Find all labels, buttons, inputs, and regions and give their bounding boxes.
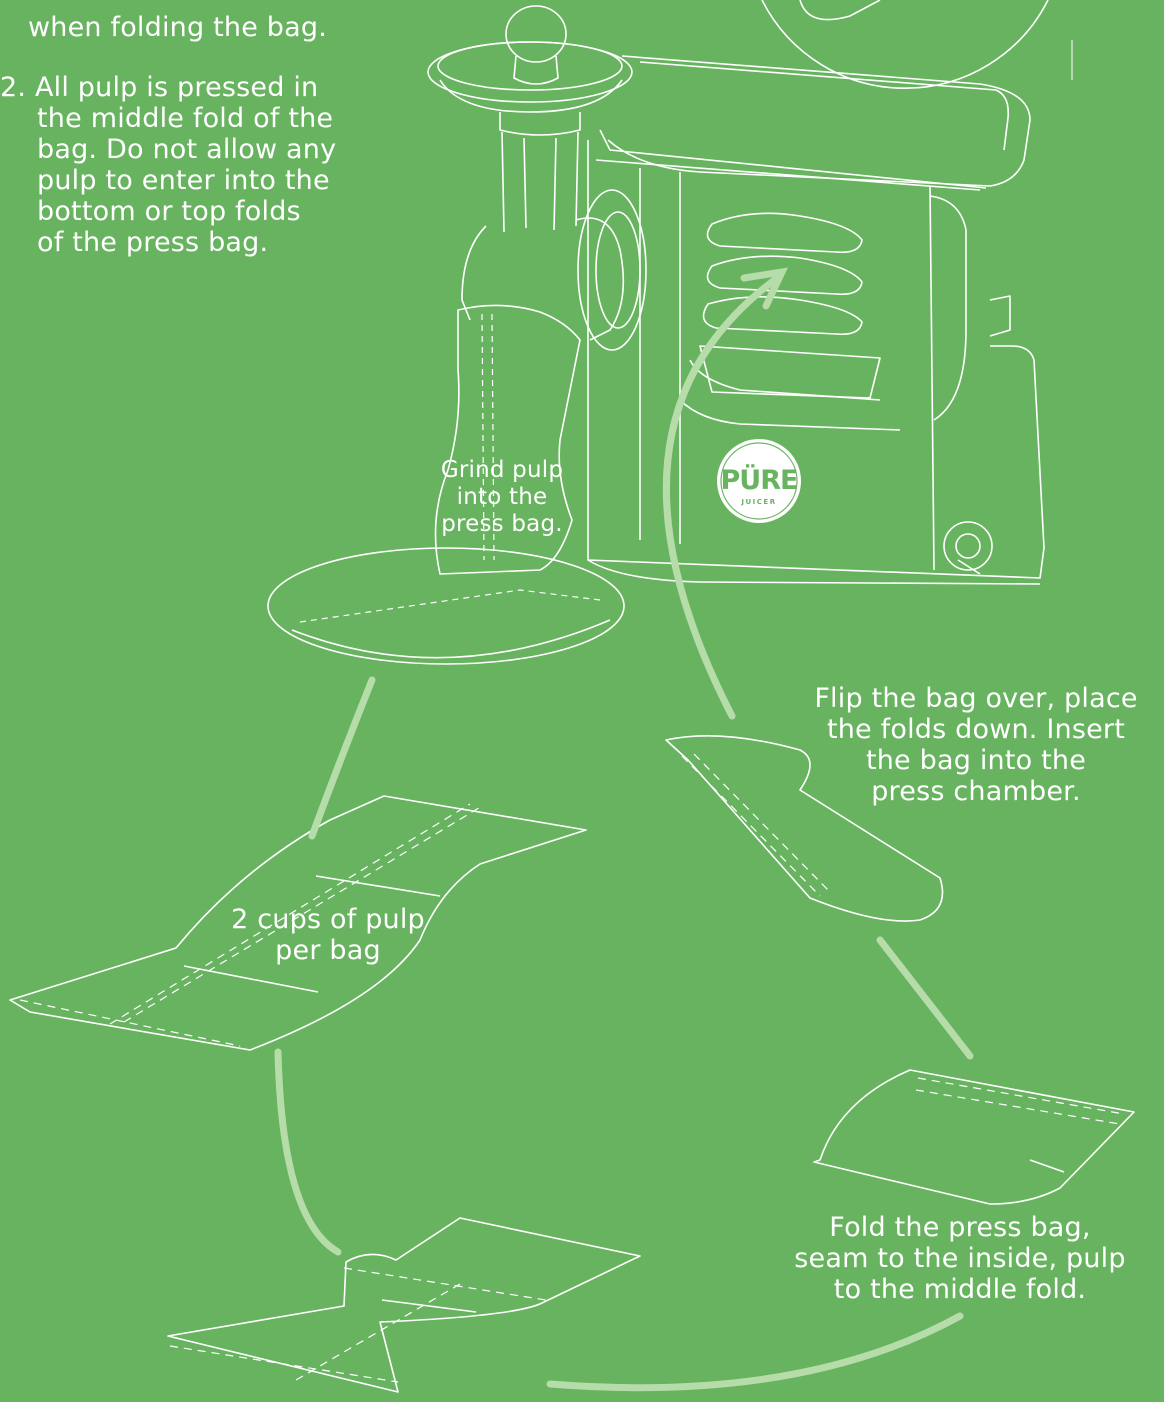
grind-line-1: Grind pulp: [430, 457, 574, 484]
flip-line-4: press chamber.: [790, 776, 1162, 807]
cups-line-1: 2 cups of pulp: [208, 904, 448, 935]
grind-line-3: press bag.: [430, 511, 574, 538]
fold-line-2: seam to the inside, pulp: [770, 1243, 1150, 1274]
cups-line-2: per bag: [208, 935, 448, 966]
brand-subtext: JUICER: [740, 498, 776, 506]
note2-line-5: bottom or top folds: [0, 196, 336, 227]
step-cups-label: 2 cups of pulp per bag: [208, 904, 448, 966]
step-grind-label: Grind pulp into the press bag.: [430, 457, 574, 538]
flip-line-2: the folds down. Insert: [790, 714, 1162, 745]
instruction-note-2: 2. All pulp is pressed in the middle fol…: [0, 72, 336, 258]
step-fold-label: Fold the press bag, seam to the inside, …: [770, 1212, 1150, 1305]
brand-logo: PÜRE JUICER: [714, 436, 804, 526]
note2-line-4: pulp to enter into the: [0, 165, 336, 196]
brand-name: PÜRE: [721, 463, 798, 496]
grind-line-2: into the: [430, 484, 574, 511]
fold-line-1: Fold the press bag,: [770, 1212, 1150, 1243]
instruction-note-1: when folding the bag.: [28, 12, 327, 43]
note2-line-2: the middle fold of the: [0, 103, 336, 134]
note2-line-6: of the press bag.: [0, 227, 336, 258]
note2-line-1: 2. All pulp is pressed in: [0, 72, 336, 103]
step-flip-label: Flip the bag over, place the folds down.…: [790, 683, 1162, 807]
fold-line-3: to the middle fold.: [770, 1274, 1150, 1305]
note2-line-3: bag. Do not allow any: [0, 134, 336, 165]
note1-line: when folding the bag.: [28, 12, 327, 43]
flip-line-3: the bag into the: [790, 745, 1162, 776]
flip-line-1: Flip the bag over, place: [790, 683, 1162, 714]
